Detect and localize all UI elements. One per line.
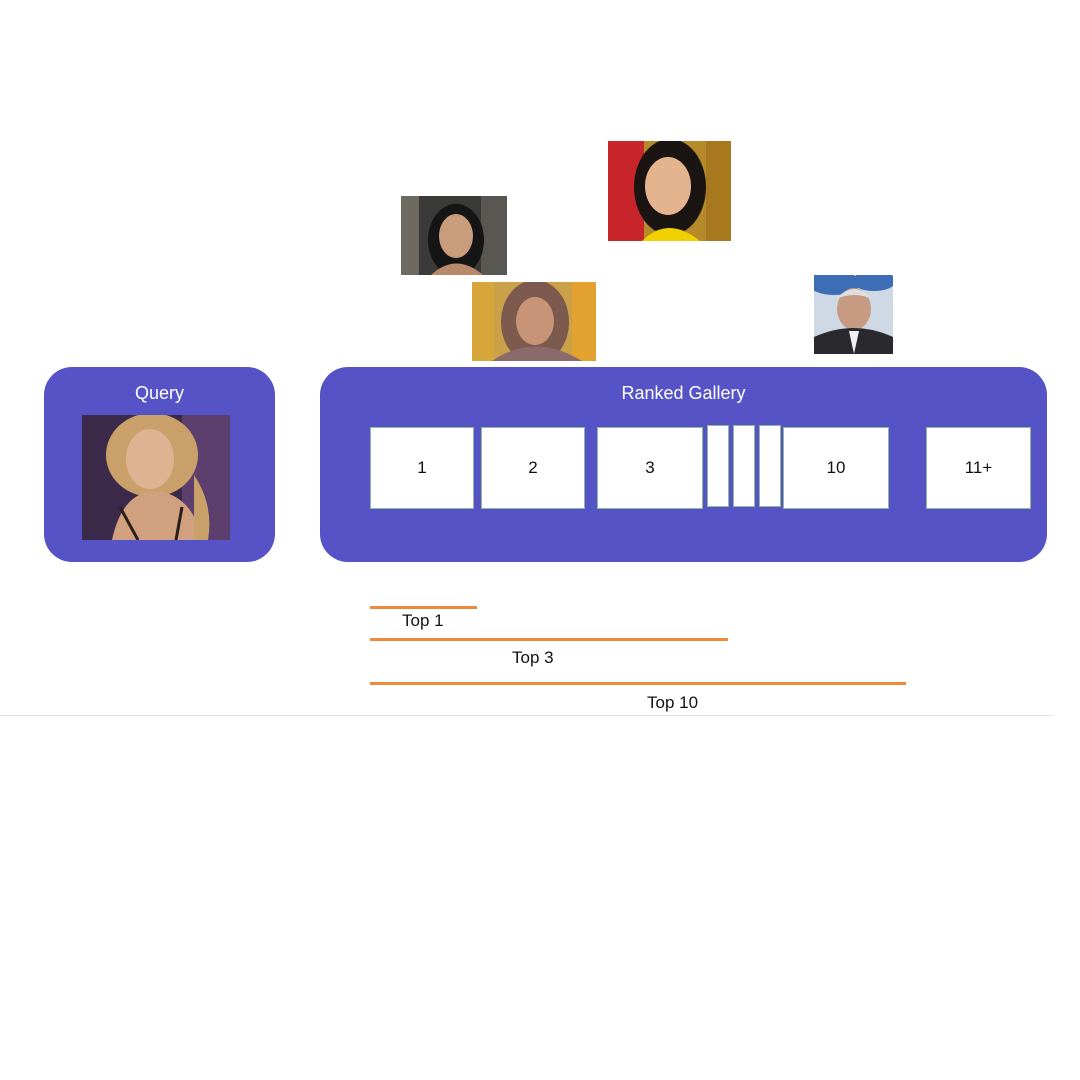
- top10-range-line: [370, 682, 906, 685]
- gallery-face-photo-4: [814, 275, 893, 354]
- gallery-face-photo-2: [608, 141, 731, 241]
- top3-label: Top 3: [512, 648, 554, 667]
- gallery-slot-2: 2: [481, 427, 585, 509]
- query-panel: Query: [44, 367, 275, 562]
- gallery-face-photo-1: [401, 196, 507, 275]
- top3-range-line: [370, 638, 728, 641]
- gallery-slot-11-plus: 11+: [926, 427, 1031, 509]
- gallery-slot-ellipsis-c: [759, 425, 781, 507]
- gallery-slot-1: 1: [370, 427, 474, 509]
- top1-label: Top 1: [402, 611, 444, 630]
- query-title: Query: [134, 383, 185, 403]
- gallery-slot-ellipsis-a: [707, 425, 729, 507]
- gallery-slot-3: 3: [597, 427, 703, 509]
- ranked-gallery-panel: Ranked Gallery 1 2 3 10 11+: [320, 367, 1047, 562]
- page-divider: [0, 715, 1052, 716]
- query-face-photo: [82, 415, 230, 540]
- top1-range-line: [370, 606, 477, 609]
- gallery-face-photo-3: [472, 282, 596, 361]
- gallery-slot-10: 10: [783, 427, 889, 509]
- top10-label: Top 10: [647, 693, 699, 712]
- gallery-slot-ellipsis-b: [733, 425, 755, 507]
- gallery-title: Ranked Gallery: [621, 383, 746, 403]
